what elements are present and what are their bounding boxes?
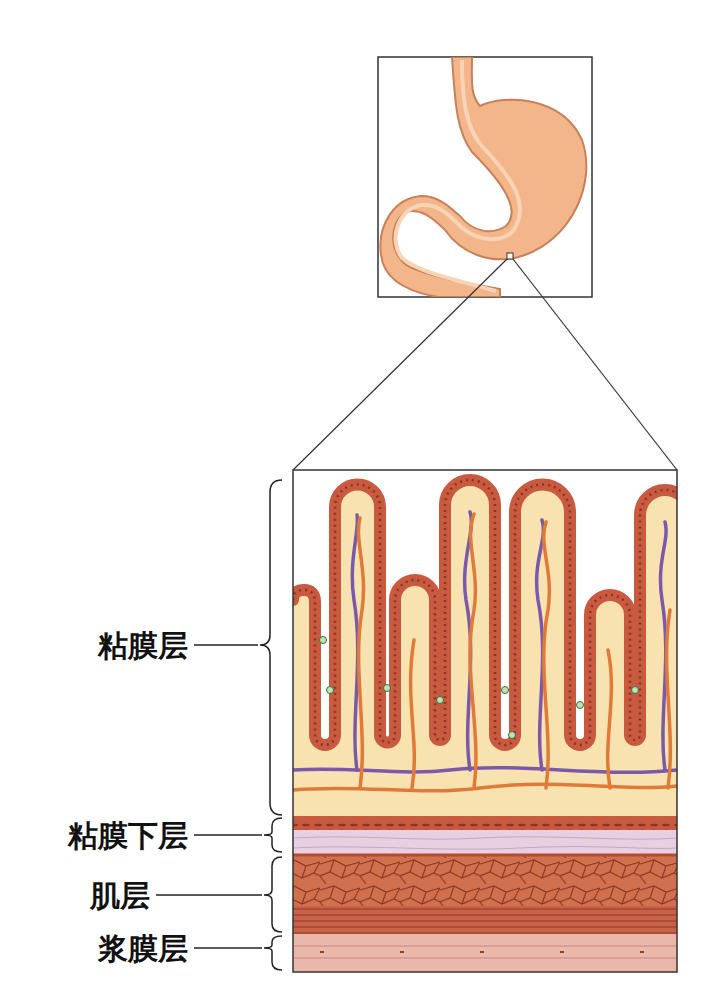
stomach-shape — [380, 57, 586, 297]
wall-section — [293, 480, 677, 972]
zoom-marker — [507, 253, 513, 259]
layer-brackets — [260, 480, 282, 970]
zoom-lines — [293, 259, 677, 470]
leader-line — [194, 947, 262, 949]
layer-label: 肌层 — [90, 879, 150, 912]
leader-line — [156, 894, 262, 896]
layer-label: 粘膜层 — [98, 629, 188, 662]
overview-frame — [378, 57, 592, 297]
layer-label: 粘膜下层 — [68, 819, 188, 852]
leader-line — [194, 834, 262, 836]
layer-label: 浆膜层 — [98, 932, 188, 965]
leader-line — [194, 644, 258, 646]
